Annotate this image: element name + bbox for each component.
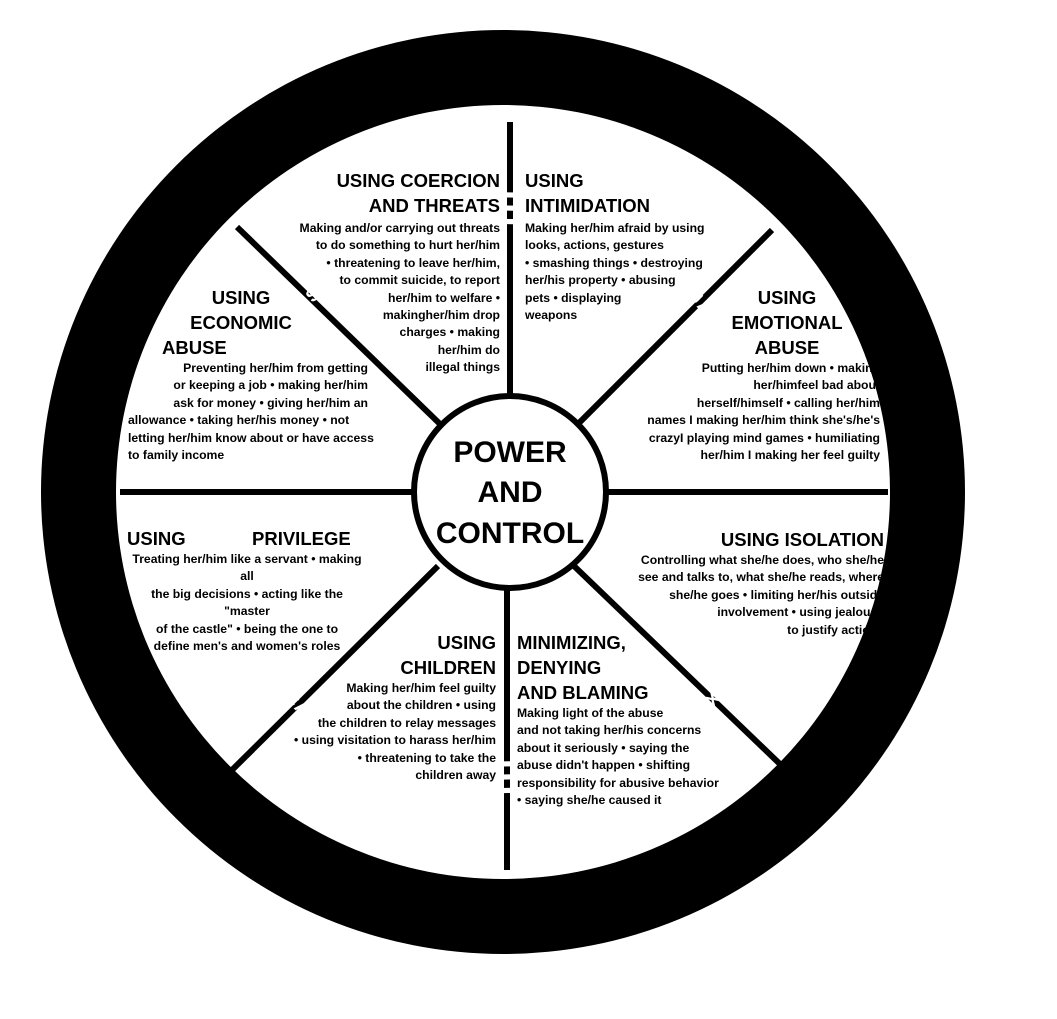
- wedge-title-line: AND BLAMING: [517, 682, 649, 703]
- wedge-body-line: her/himfeel bad about: [753, 378, 880, 393]
- wedge-title-privilege: PRIVILEGE: [252, 528, 351, 549]
- wedge-body-line: looks, actions, gestures: [525, 238, 664, 253]
- hub-line-3: CONTROL: [436, 517, 584, 550]
- wedge-title-line: USING: [757, 287, 817, 308]
- wedge-body-line: see and talks to, what she/he reads, whe…: [638, 570, 884, 585]
- wedge-title-line: ABUSE: [754, 337, 820, 358]
- hub-line-1: POWER: [453, 436, 567, 469]
- wedge-title-line: EMOTIONAL: [731, 312, 843, 333]
- wedge-body-line: abuse didn't happen • shifting: [517, 758, 691, 773]
- wedge-title-line: INTIMIDATION: [525, 195, 651, 216]
- wedge-title-line: ABUSE: [162, 337, 227, 358]
- spokes: [120, 122, 888, 870]
- wedge-body-line: Making and/or carrying out threats: [299, 221, 500, 235]
- wedge-title-line: ECONOMIC: [190, 312, 292, 333]
- wedge-body-line: her/him do: [437, 342, 500, 357]
- wedge-body-line: about it seriously • saying the: [517, 740, 690, 755]
- wedge-body-line: • using visitation to harass her/him: [293, 733, 496, 748]
- wedge-body-line: Putting her/him down • making: [701, 361, 880, 375]
- wedge-body-line: about the children • using: [346, 698, 496, 713]
- spoke-lower-right: [571, 563, 785, 769]
- wedge-body-line: letting her/him know about or have acces…: [128, 430, 374, 445]
- wedge-body-line: • threatening to take the: [357, 750, 496, 765]
- wedge-title-line: MINIMIZING,: [517, 632, 626, 653]
- wedge-title-using: USING: [127, 528, 186, 549]
- wedge-body-line: her/him to welfare •: [388, 290, 500, 305]
- wedge-body-line: the big decisions • acting like the "mas…: [151, 586, 343, 619]
- hub-circle: [411, 393, 609, 591]
- spoke-lower-left: [229, 563, 441, 773]
- wedge-body-line: Controlling what she/he does, who she/he: [640, 553, 884, 567]
- wedge-body-line: crazyI playing mind games • humiliating: [648, 430, 880, 445]
- wedge-body-line: responsibility for abusive behavior: [517, 775, 719, 790]
- wedge-privilege: USING PRIVILEGE Treating her/him like a …: [127, 526, 417, 655]
- wedge-body-line: or keeping a job • making her/him: [173, 378, 368, 393]
- wedge-body-line: ask for money • giving her/him an: [173, 395, 368, 410]
- wedge-title-line: USING: [525, 170, 584, 191]
- wedge-body-line: allowance • taking her/his money • not: [128, 413, 350, 428]
- wedge-body-line: • threatening to leave her/him,: [326, 255, 500, 270]
- wedge-body-line: to commit suicide, to report: [339, 273, 501, 288]
- wedge-body-line: her/his property • abusing: [525, 273, 676, 288]
- wedge-body-line: define men's and women's roles: [153, 639, 341, 654]
- wedge-body-line: Making her/him feel guilty: [346, 681, 496, 695]
- wedge-body-line: illegal things: [425, 360, 501, 375]
- wedge-body-line: • saying she/he caused it: [517, 793, 662, 808]
- wedge-title-line: DENYING: [517, 657, 602, 678]
- wedge-body-line: Treating her/him like a servant • making…: [132, 552, 362, 584]
- wedge-body-line: names I making her/him think she's/he's: [647, 413, 880, 428]
- wedge-body-line: Making her/him afraid by using: [525, 221, 705, 235]
- wedge-economic-abuse: USING ECONOMIC ABUSE Preventing her/him …: [128, 285, 410, 464]
- wedge-body-line: and not taking her/his concerns: [517, 723, 702, 738]
- spoke-upper-left: [234, 224, 443, 427]
- wedge-body-line: to do something to hurt her/him: [315, 238, 500, 253]
- wedge-body-line: her/him I making her feel guilty: [700, 448, 880, 463]
- wedge-body-line: she/he goes • limiting her/his outside: [669, 587, 884, 602]
- wedge-body-line: to justify actions: [787, 622, 884, 637]
- wedge-body-line: herself/himself • calling her/him: [696, 395, 880, 410]
- wedge-title-line: USING ISOLATION: [720, 529, 884, 550]
- wedge-title-line: CHILDREN: [400, 657, 496, 678]
- wedge-body-line: of the castle" • being the one to: [155, 621, 339, 636]
- wedge-body-line: to family income: [128, 448, 225, 463]
- wedge-title-line: USING: [211, 287, 271, 308]
- wedge-isolation: USING ISOLATION Controlling what she/he …: [598, 527, 884, 639]
- wedge-intimidation: USING INTIMIDATION Making her/him afraid…: [525, 168, 755, 324]
- wedge-body-line: children away: [415, 768, 496, 783]
- wedge-body-line: makingher/him drop: [382, 308, 500, 323]
- wedge-minimizing-denying-blaming: MINIMIZING, DENYING AND BLAMING Making l…: [517, 630, 757, 809]
- wedge-body-line: pets • displaying: [525, 290, 622, 305]
- wedge-body-line: the children to relay messages: [317, 715, 496, 730]
- hub-line-2: AND: [478, 476, 543, 509]
- wedge-body-line: Preventing her/him from getting: [183, 361, 368, 375]
- wedge-body-line: • smashing things • destroying: [525, 255, 703, 270]
- spoke-upper-right: [575, 227, 775, 427]
- wedge-body-line: involvement • using jealousy: [717, 605, 884, 620]
- wedge-body-line: charges • making: [399, 325, 500, 340]
- wedge-title-line: AND THREATS: [368, 195, 500, 216]
- wedge-body-line: Making light of the abuse: [517, 706, 664, 720]
- wedge-title-line: USING: [437, 632, 496, 653]
- wedge-coercion-threats: USING COERCION AND THREATS Making and/or…: [262, 168, 500, 377]
- wedge-title-line: USING COERCION: [336, 170, 500, 191]
- wedge-children: USING CHILDREN Making her/him feel guilt…: [268, 630, 496, 784]
- wedge-body-line: weapons: [525, 308, 578, 323]
- wedge-emotional-abuse: USING EMOTIONAL ABUSE Putting her/him do…: [612, 285, 880, 464]
